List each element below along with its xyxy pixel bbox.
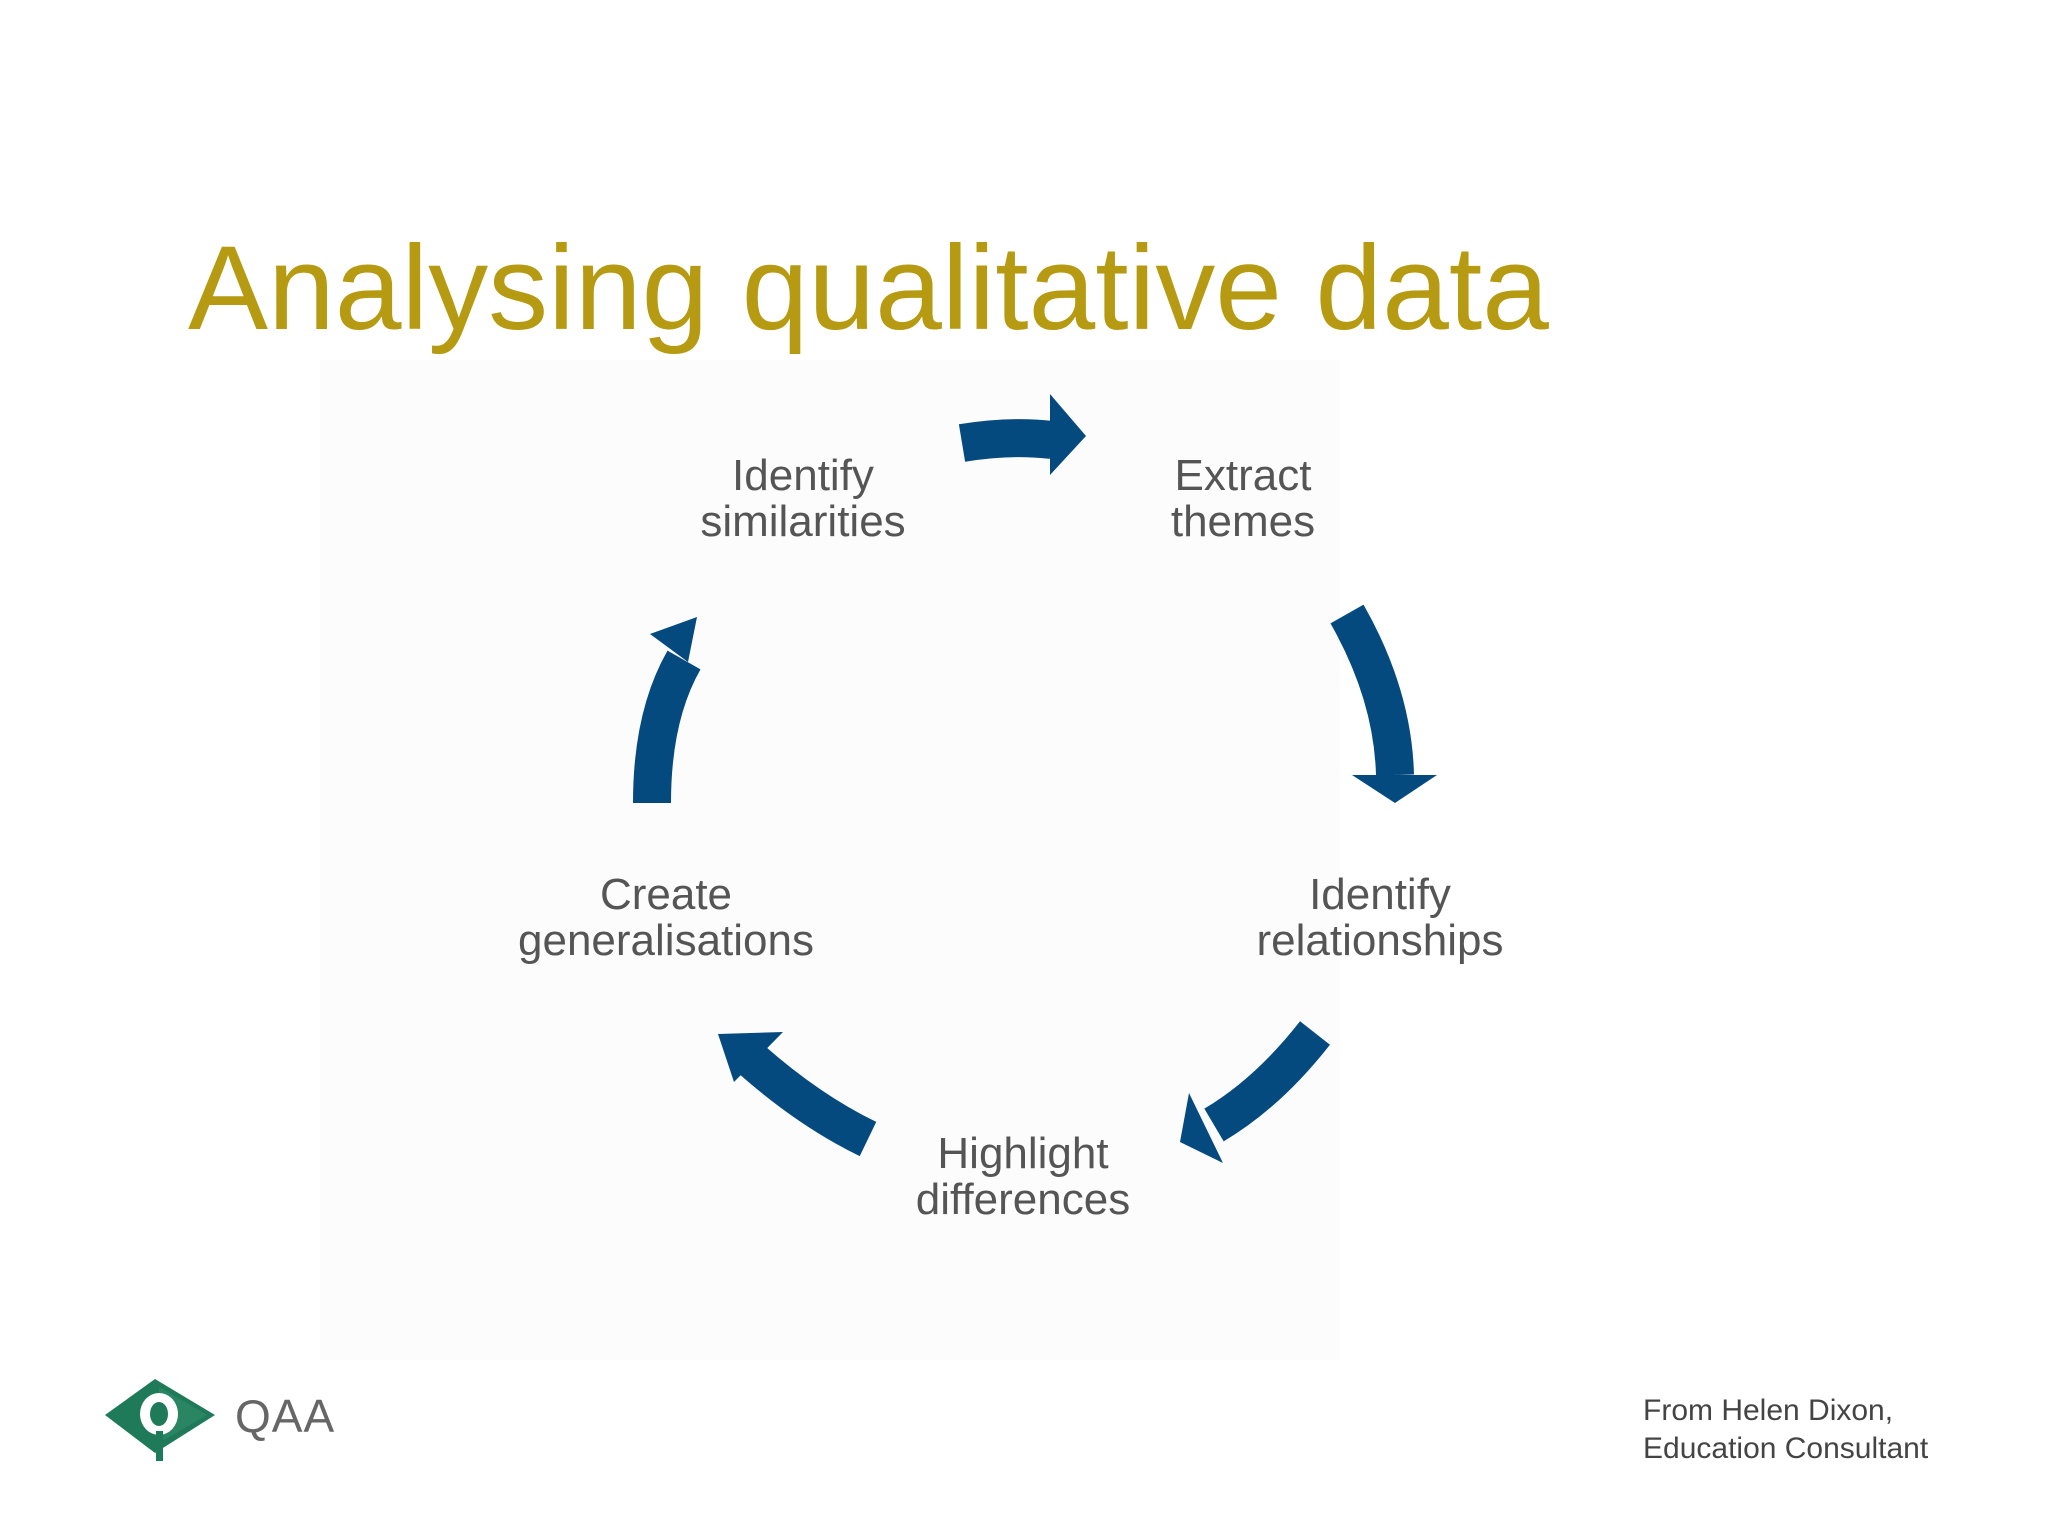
credit-text: From Helen Dixon, Education Consultant (1643, 1392, 1928, 1468)
qaa-logo: QAA (103, 1377, 334, 1463)
node-label-line2: themes (1170, 497, 1316, 546)
node-label-line1: Create (599, 870, 733, 919)
node-extract-themes: Extract themes (1171, 453, 1315, 545)
credit-line1: From Helen Dixon, (1643, 1394, 1894, 1427)
qaa-diamond-logo-icon (105, 1379, 215, 1461)
node-label-line2: relationships (1256, 916, 1504, 965)
node-label-line1: Highlight (937, 1129, 1109, 1178)
node-label-line1: Identify (1309, 870, 1451, 919)
node-label-line1: Extract (1174, 451, 1312, 500)
node-label-line1: Identify (732, 451, 874, 500)
arrow-similarities-to-themes (958, 394, 1086, 475)
node-label-line2: generalisations (518, 916, 814, 965)
node-create-generalisations: Create generalisations (518, 872, 814, 964)
arrow-generalisations-to-similarities (633, 617, 701, 804)
node-highlight-differences: Highlight differences (916, 1131, 1130, 1223)
node-identify-relationships: Identify relationships (1256, 872, 1503, 964)
node-label-line2: similarities (700, 497, 906, 546)
diagram-background (320, 360, 1340, 1360)
node-label-line2: differences (915, 1175, 1131, 1224)
logo-text: QAA (235, 1390, 336, 1442)
credit-line2: Education Consultant (1643, 1432, 1929, 1465)
slide-title: Analysing qualitative data (188, 221, 1549, 355)
arrow-relationships-to-differences (1180, 1021, 1330, 1163)
node-identify-similarities: Identify similarities (700, 453, 905, 545)
arrow-differences-to-generalisations (718, 1032, 877, 1157)
arrow-themes-to-relationships (1330, 604, 1437, 803)
